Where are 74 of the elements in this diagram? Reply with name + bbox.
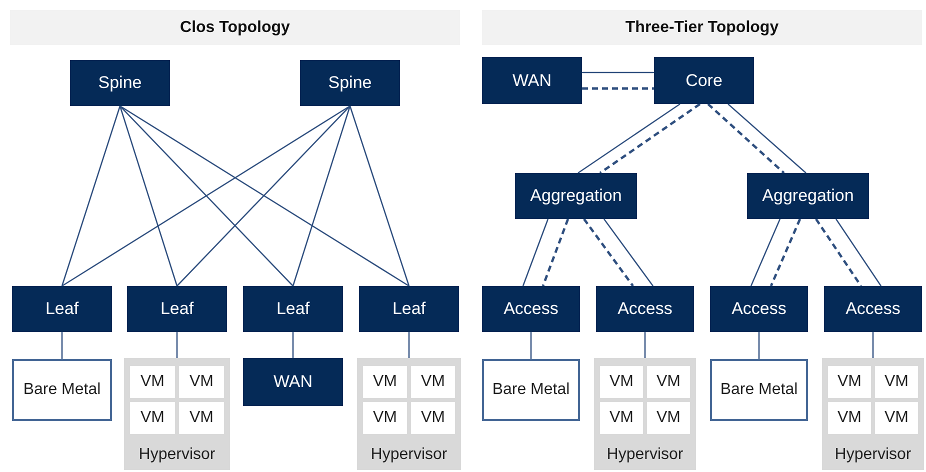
connector-line bbox=[728, 104, 806, 174]
server-box: Bare Metal bbox=[710, 359, 808, 421]
connector-line bbox=[583, 218, 634, 287]
vm-box: VM bbox=[875, 402, 918, 434]
connector-line bbox=[522, 218, 549, 286]
connector-line bbox=[176, 106, 350, 286]
vm-box: VM bbox=[411, 402, 455, 434]
network-switch-box: Aggregation bbox=[747, 173, 869, 219]
server-box: Bare Metal bbox=[482, 359, 580, 421]
panel-label: Hypervisor bbox=[606, 445, 684, 465]
hypervisor-panel bbox=[357, 358, 461, 470]
connector-line bbox=[582, 87, 654, 90]
connector-line bbox=[349, 106, 410, 286]
hypervisor-panel bbox=[822, 358, 924, 470]
connector-line bbox=[578, 103, 680, 174]
network-switch-box: Spine bbox=[300, 60, 400, 106]
connector-line bbox=[542, 218, 570, 286]
network-switch-box: Leaf bbox=[243, 286, 343, 332]
connector-line bbox=[750, 218, 781, 286]
connector-line bbox=[707, 103, 785, 174]
vm-box: VM bbox=[130, 366, 175, 398]
vm-box: VM bbox=[828, 402, 871, 434]
connector-line bbox=[176, 332, 178, 358]
vm-box: VM bbox=[647, 402, 690, 434]
vm-box: VM bbox=[130, 402, 175, 434]
section-header: Clos Topology bbox=[10, 10, 460, 45]
vm-box: VM bbox=[411, 366, 455, 398]
network-switch-box: Access bbox=[824, 286, 922, 332]
panel-label: Hypervisor bbox=[138, 445, 216, 465]
network-switch-box: Spine bbox=[70, 60, 170, 106]
connector-line bbox=[770, 218, 802, 286]
connector-line bbox=[530, 332, 532, 359]
section-header: Three-Tier Topology bbox=[482, 10, 922, 45]
network-switch-box: Leaf bbox=[359, 286, 459, 332]
connector-line bbox=[582, 72, 654, 74]
connector-line bbox=[292, 332, 294, 358]
network-switch-box: Leaf bbox=[127, 286, 227, 332]
connector-line bbox=[120, 106, 294, 286]
connector-line bbox=[292, 106, 351, 286]
vm-box: VM bbox=[179, 366, 224, 398]
hypervisor-panel bbox=[124, 358, 230, 470]
vm-box: VM bbox=[600, 366, 643, 398]
connector-line bbox=[835, 218, 882, 286]
vm-box: VM bbox=[179, 402, 224, 434]
connector-line bbox=[62, 105, 350, 287]
vm-box: VM bbox=[647, 366, 690, 398]
connector-line bbox=[815, 218, 862, 287]
connector-line bbox=[61, 106, 121, 286]
network-switch-box: Core bbox=[654, 57, 754, 104]
network-switch-box: WAN bbox=[243, 358, 343, 406]
network-switch-box: Access bbox=[596, 286, 694, 332]
network-switch-box: Access bbox=[710, 286, 808, 332]
network-switch-box: Aggregation bbox=[515, 173, 637, 219]
connector-line bbox=[758, 332, 760, 359]
connector-line bbox=[61, 332, 63, 359]
network-switch-box: Access bbox=[482, 286, 580, 332]
connector-line bbox=[119, 106, 178, 286]
connector-line bbox=[120, 105, 410, 287]
network-switch-box: WAN bbox=[482, 57, 582, 104]
panel-label: Hypervisor bbox=[370, 445, 448, 465]
vm-box: VM bbox=[600, 402, 643, 434]
vm-box: VM bbox=[363, 402, 407, 434]
hypervisor-panel bbox=[594, 358, 696, 470]
vm-box: VM bbox=[363, 366, 407, 398]
connector-line bbox=[603, 218, 654, 286]
server-box: Bare Metal bbox=[12, 359, 112, 421]
connector-line bbox=[599, 103, 701, 174]
network-switch-box: Leaf bbox=[12, 286, 112, 332]
connector-line bbox=[644, 332, 646, 358]
vm-box: VM bbox=[828, 366, 871, 398]
connector-line bbox=[408, 332, 410, 358]
panel-label: Hypervisor bbox=[834, 445, 912, 465]
vm-box: VM bbox=[875, 366, 918, 398]
connector-line bbox=[872, 332, 874, 358]
